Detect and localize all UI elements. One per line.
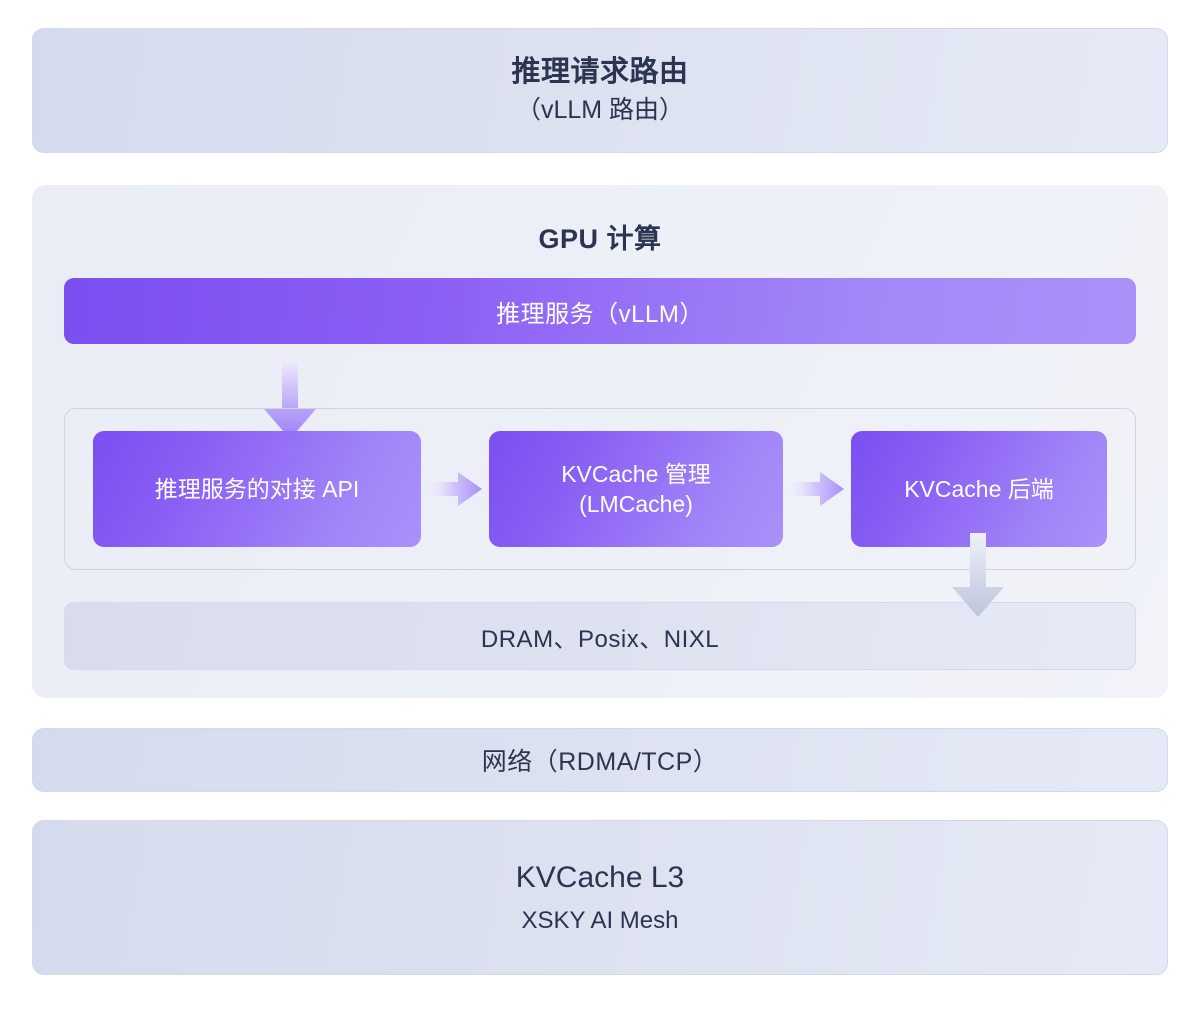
flow-card-kvcache-backend-label: KVCache 后端	[904, 475, 1054, 502]
kvcache-flow-group: 推理服务的对接 API KVCache 管理 (LMCache)	[64, 408, 1136, 570]
gpu-compute-title: GPU 计算	[538, 224, 662, 254]
flow-card-kvcache-management: KVCache 管理 (LMCache)	[489, 431, 783, 547]
network-label: 网络（RDMA/TCP）	[481, 748, 719, 776]
gpu-compute-section: GPU 计算 推理服务（vLLM） 推理服务的对接 API	[32, 185, 1168, 698]
arrow-right-management-to-backend	[790, 472, 844, 506]
flow-card-adapter-api: 推理服务的对接 API	[93, 431, 421, 547]
kvcache-l3-title: KVCache L3	[515, 861, 685, 895]
routing-title: 推理请求路由	[511, 56, 689, 89]
arrow-right-api-to-management	[428, 472, 482, 506]
kvcache-l3-box: KVCache L3 XSKY AI Mesh	[32, 820, 1168, 975]
arrow-down-backend-to-storage	[946, 533, 1010, 619]
storage-backends-bar: DRAM、Posix、NIXL	[64, 602, 1136, 670]
flow-card-kvcache-management-sublabel: (LMCache)	[579, 491, 693, 517]
flow-card-adapter-api-label: 推理服务的对接 API	[154, 475, 360, 502]
flow-card-kvcache-management-label: KVCache 管理	[561, 460, 711, 487]
flow-card-kvcache-backend: KVCache 后端	[851, 431, 1107, 547]
inference-service-bar: 推理服务（vLLM）	[64, 278, 1136, 344]
kvcache-l3-subtitle: XSKY AI Mesh	[521, 907, 679, 935]
network-layer-box: 网络（RDMA/TCP）	[32, 728, 1168, 792]
routing-subtitle: （vLLM 路由）	[515, 96, 685, 125]
arrow-down-service-to-api	[258, 363, 322, 441]
routing-layer-box: 推理请求路由 （vLLM 路由）	[32, 28, 1168, 153]
